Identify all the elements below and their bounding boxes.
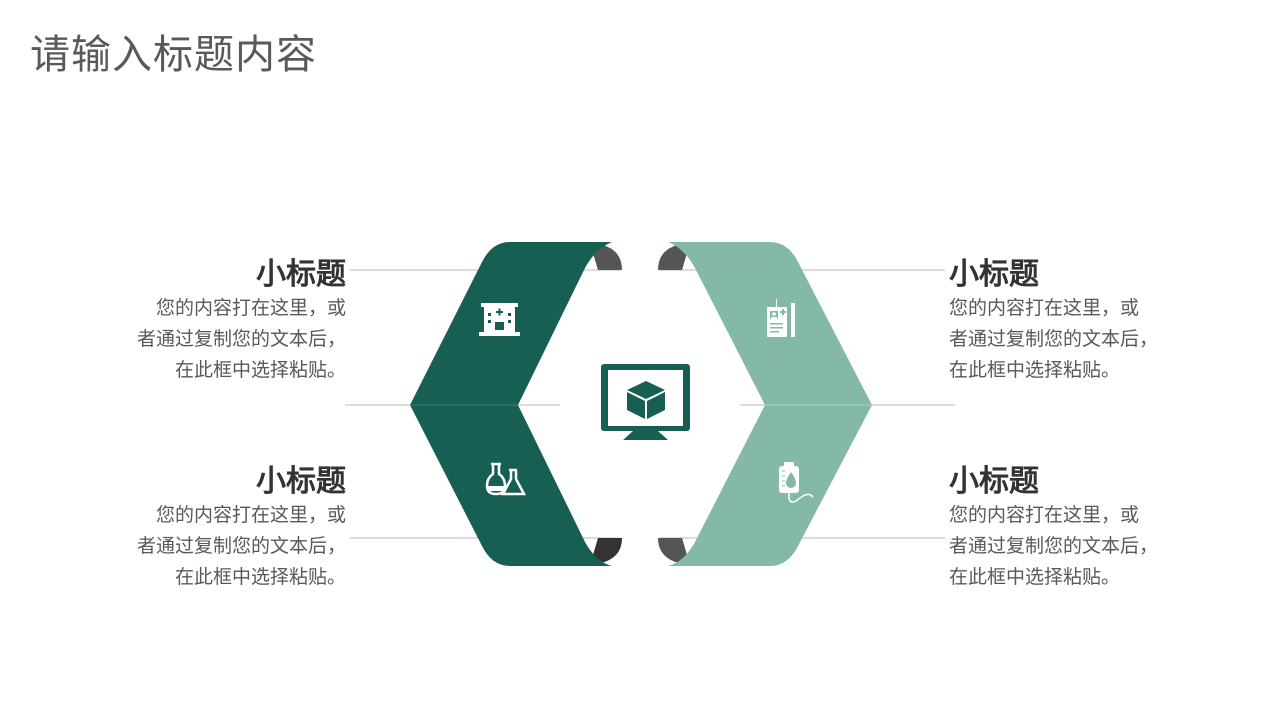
body-line: 您的内容打在这里，或 (155, 504, 346, 526)
subheading: 小标题 (256, 464, 346, 499)
medical-id-card-icon (767, 299, 795, 337)
text-block-top-right: 小标题 您的内容打在这里，或 者通过复制您的文本后， 在此框中选择粘贴。 (949, 257, 1189, 386)
body-line: 在此框中选择粘贴。 (174, 359, 346, 381)
page-title: 请输入标题内容 (30, 32, 317, 78)
body-line: 在此框中选择粘贴。 (949, 566, 1121, 588)
body-line: 者通过复制您的文本后， (949, 328, 1159, 350)
fold-shadow (590, 538, 622, 565)
body-line: 在此框中选择粘贴。 (949, 359, 1121, 381)
body-line: 者通过复制您的文本后， (136, 328, 346, 350)
lab-flask-icon (485, 462, 527, 496)
body-line: 在此框中选择粘贴。 (174, 566, 346, 588)
subheading: 小标题 (256, 257, 346, 292)
body-line: 您的内容打在这里，或 (949, 297, 1140, 319)
body-line: 您的内容打在这里，或 (949, 504, 1140, 526)
iv-bag-icon (779, 462, 814, 503)
subheading: 小标题 (949, 464, 1039, 499)
body-line: 者通过复制您的文本后， (136, 535, 346, 557)
hospital-icon (479, 303, 520, 336)
text-block-bottom-right: 小标题 您的内容打在这里，或 者通过复制您的文本后， 在此框中选择粘贴。 (949, 464, 1189, 593)
text-block-bottom-left: 小标题 您的内容打在这里，或 者通过复制您的文本后， 在此框中选择粘贴。 (106, 464, 346, 593)
monitor-cube-icon (601, 364, 690, 440)
subheading: 小标题 (949, 257, 1039, 292)
text-block-top-left: 小标题 您的内容打在这里，或 者通过复制您的文本后， 在此框中选择粘贴。 (106, 257, 346, 386)
left-chevron (410, 242, 612, 566)
fold-shadow (658, 538, 690, 565)
body-line: 您的内容打在这里，或 (155, 297, 346, 319)
right-chevron (668, 242, 872, 566)
body-line: 者通过复制您的文本后， (949, 535, 1159, 557)
